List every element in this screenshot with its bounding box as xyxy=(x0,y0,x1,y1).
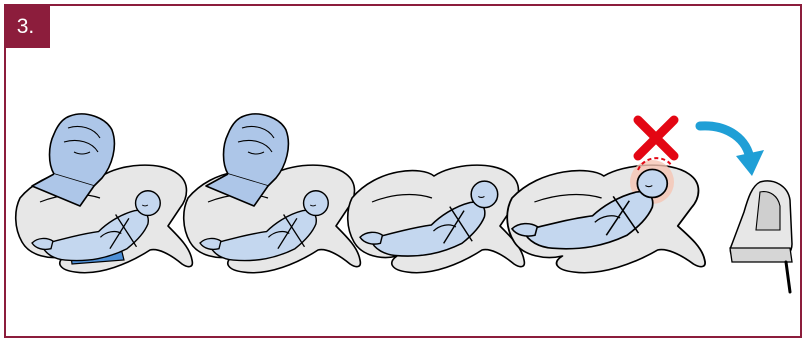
infant-seat xyxy=(348,165,525,273)
panel-baby-outgrown-seat xyxy=(507,158,705,273)
panel-next-seat xyxy=(730,181,792,292)
support-leg xyxy=(786,262,790,292)
seat-base xyxy=(730,248,792,262)
curved-arrow-icon xyxy=(700,126,764,176)
cross-icon xyxy=(638,120,674,156)
panel-baby-without-insert xyxy=(348,165,525,273)
